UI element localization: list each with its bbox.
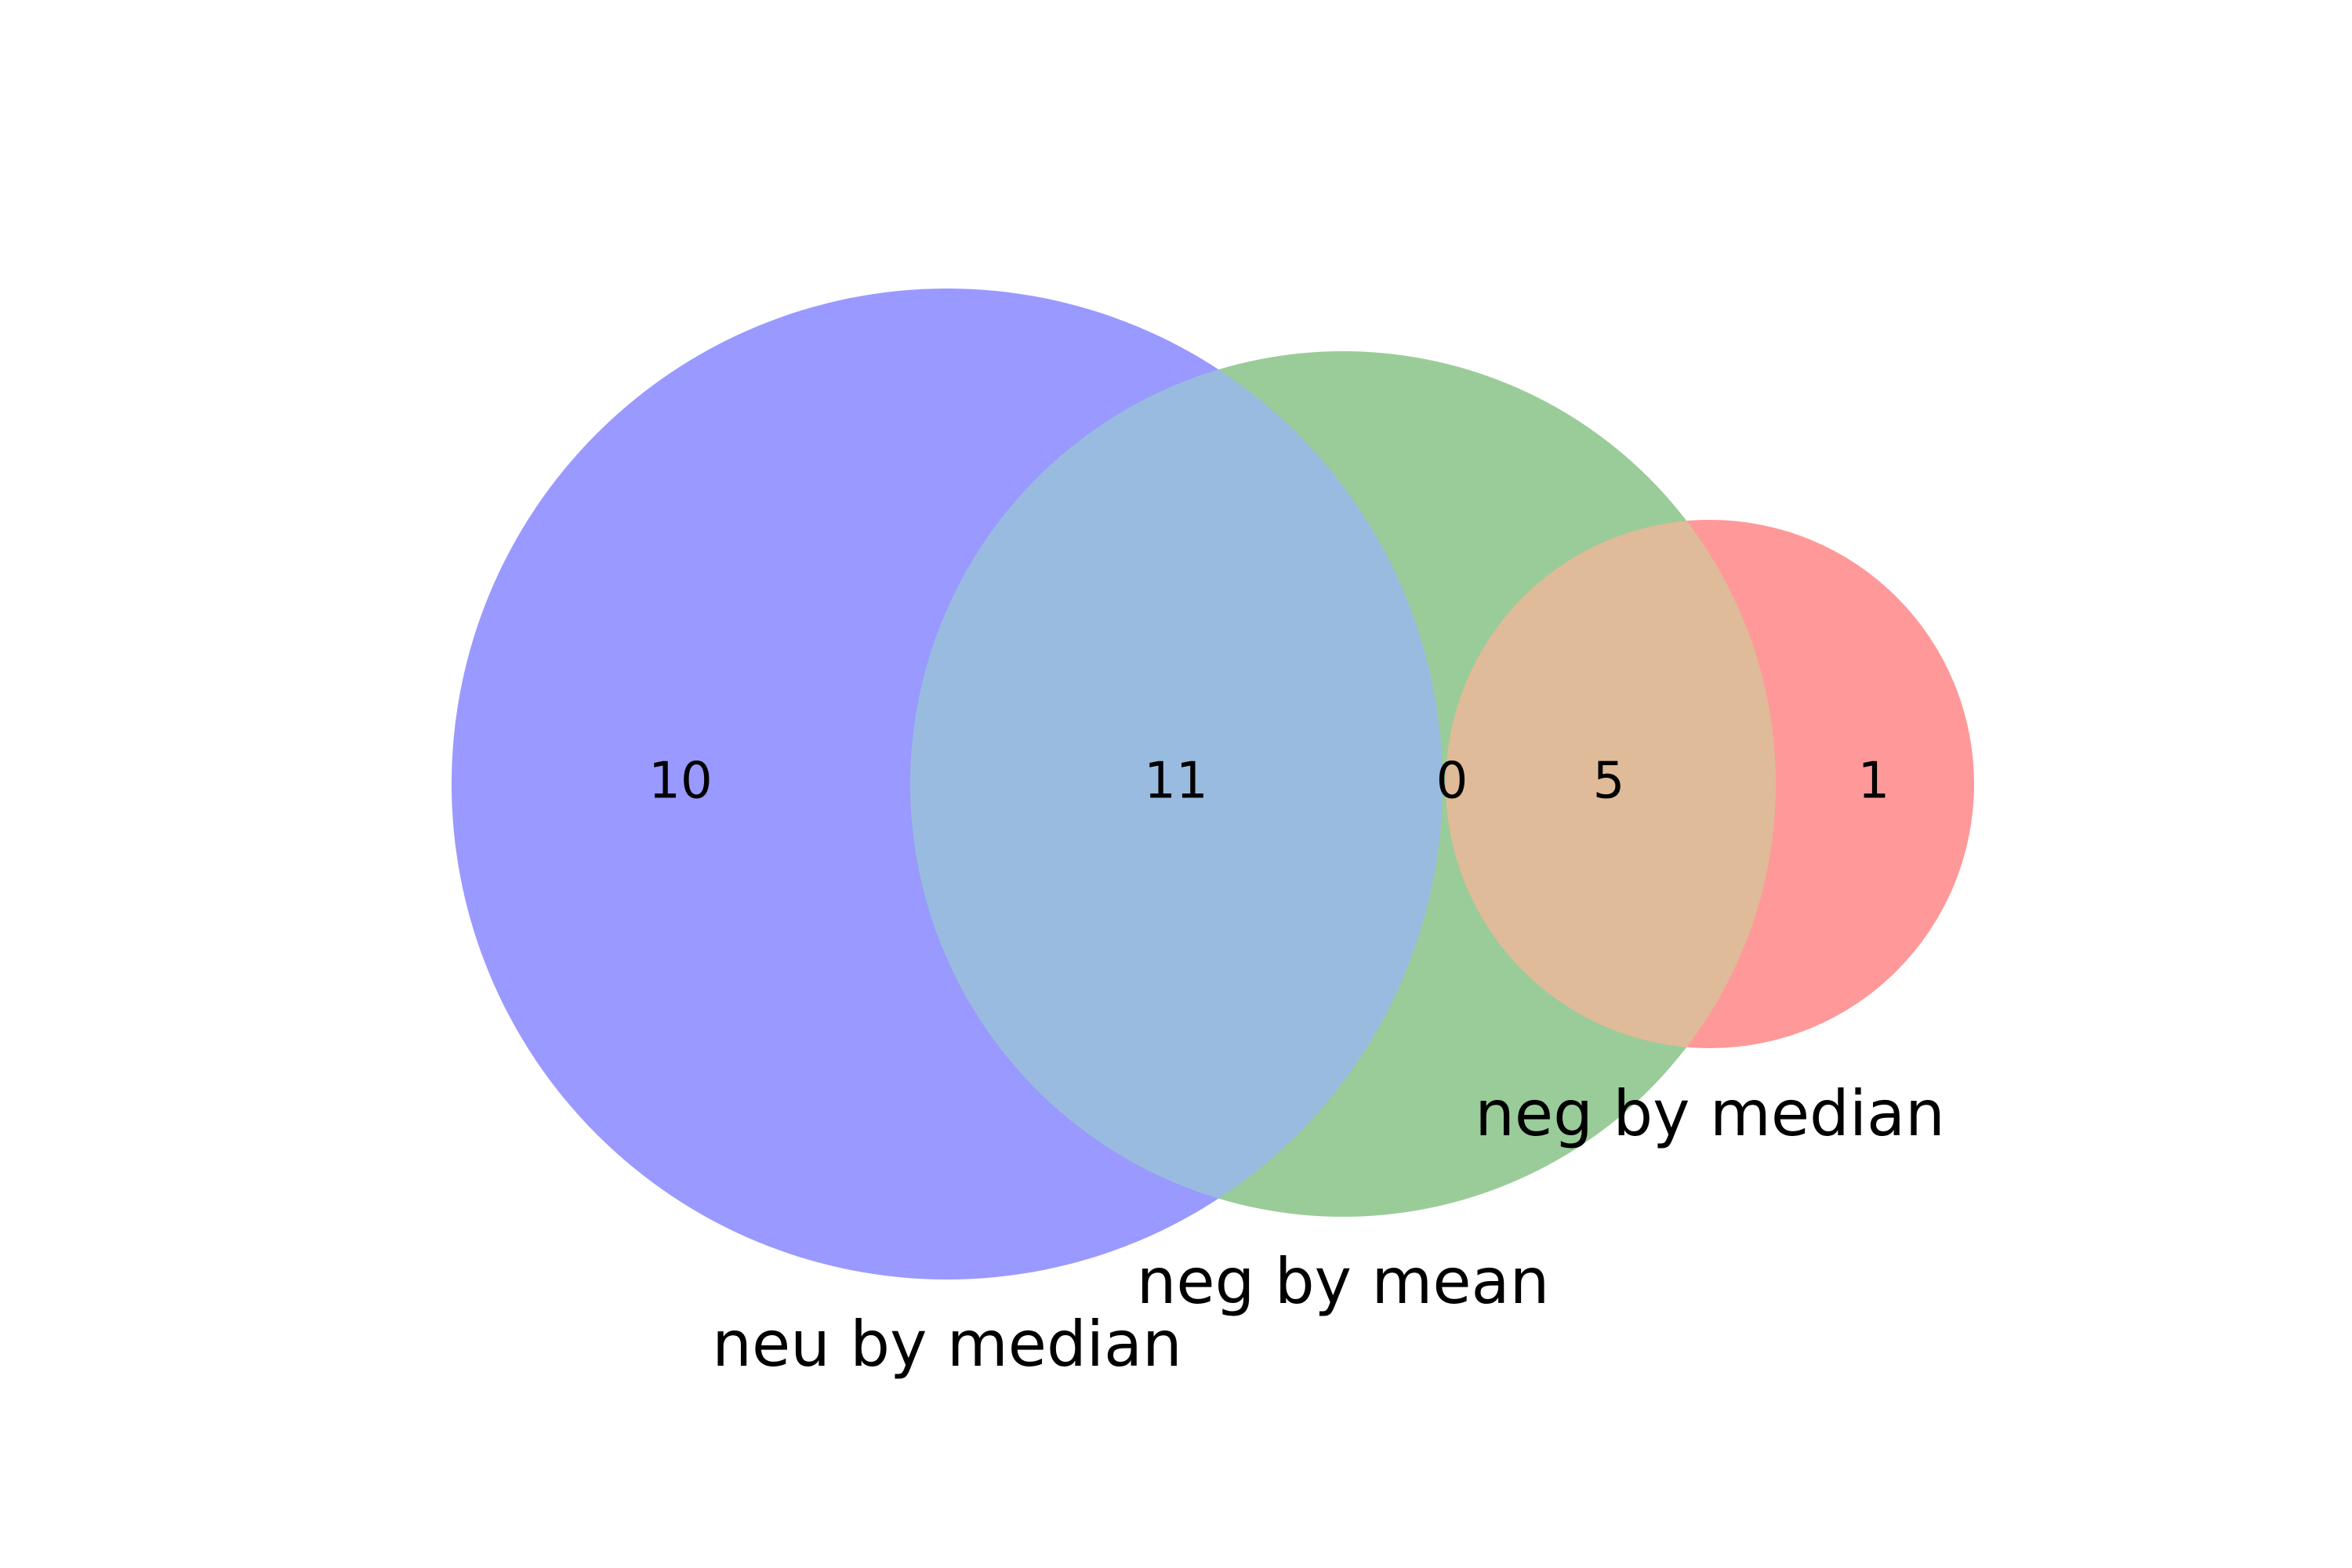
count-neg-by-mean-only: 0 xyxy=(1436,753,1468,811)
count-neu-by-median-and-neg-by-mean: 11 xyxy=(1144,753,1207,811)
set-label-neg-by-median: neg by median xyxy=(1475,1077,1945,1150)
set-label-neg-by-mean: neg by mean xyxy=(1137,1245,1550,1318)
set-label-neu-by-median: neu by median xyxy=(712,1308,1182,1381)
overlap-neg-by-mean-neg-by-median xyxy=(1446,520,1776,1048)
count-neg-by-median-only: 1 xyxy=(1858,753,1890,811)
count-neu-by-median-only: 10 xyxy=(648,753,712,811)
overlap-neu-by-median-neg-by-mean xyxy=(910,351,1443,1217)
count-neg-by-mean-and-neg-by-median: 5 xyxy=(1593,753,1625,811)
